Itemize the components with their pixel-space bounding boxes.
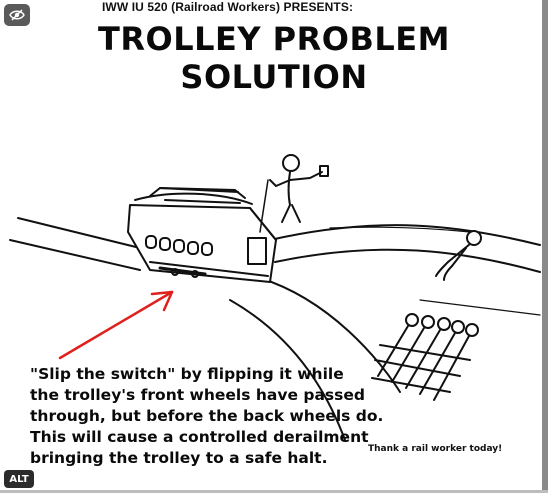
explanation-text: "Slip the switch" by flipping it while t… xyxy=(30,364,384,469)
eye-slash-icon xyxy=(9,9,25,21)
alt-text-button[interactable]: ALT xyxy=(4,470,34,488)
explanation-line: This will cause a controlled derailment xyxy=(30,428,369,446)
bottom-border xyxy=(0,490,548,493)
explanation-line: the trolley's front wheels have passed xyxy=(30,386,365,404)
thanks-caption: Thank a rail worker today! xyxy=(368,444,503,454)
track-rail-upper-2 xyxy=(274,248,541,273)
meme-title: TROLLEY PROBLEM SOLUTION xyxy=(98,20,450,96)
track-rail-lower-2 xyxy=(229,299,346,441)
track-rail-lower-1 xyxy=(259,277,401,393)
track-rail-upper-1 xyxy=(269,224,541,246)
explanation-line: "Slip the switch" by flipping it while xyxy=(30,365,344,383)
explanation-line: bringing the trolley to a safe halt. xyxy=(30,449,328,467)
trolley xyxy=(127,187,277,283)
track-rail-left-lower xyxy=(9,239,141,271)
track-rail-left-upper xyxy=(17,217,141,249)
lever-person xyxy=(259,154,329,233)
single-person xyxy=(435,230,482,281)
hide-image-button[interactable] xyxy=(4,4,30,26)
red-arrow xyxy=(58,290,174,360)
presents-line: IWW IU 520 (Railroad Workers) PRESENTS: xyxy=(102,0,354,14)
explanation-line: through, but before the back wheels do. xyxy=(30,407,384,425)
right-border xyxy=(542,0,548,493)
five-people xyxy=(371,313,479,401)
